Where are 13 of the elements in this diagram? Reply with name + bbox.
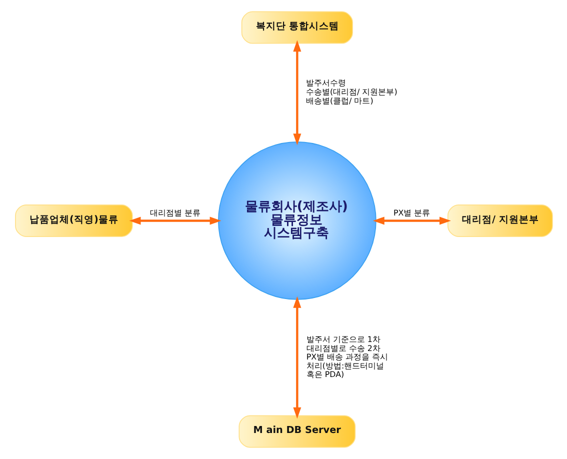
node-box: 납품업체(직영)물류: [14, 204, 132, 237]
edge-label: 대리점별 분류: [149, 208, 200, 218]
edge-label: PX별 분류: [393, 208, 430, 218]
arrow: [292, 40, 301, 146]
arrow: [372, 216, 450, 225]
edge-label: 발주서 기준으로 1차 대리점별로 수송 2차 PX별 배송 과정을 즉시 처리(방법:핸드터미널 혹은 PDA): [306, 334, 388, 380]
node-box: 대리점/ 지원본부: [446, 204, 552, 237]
arrow: [292, 296, 301, 419]
node-circle: 물류회사(제조사) 물류정보 시스템구축: [218, 142, 376, 300]
node-box: 복지단 통합시스템: [240, 11, 352, 44]
arrow: [128, 216, 221, 225]
node-box: M ain DB Server: [238, 415, 356, 448]
edge-label: 발주서수령 수송별(대리점/ 지원본부) 배송별(클럽/ 마트): [305, 78, 397, 106]
